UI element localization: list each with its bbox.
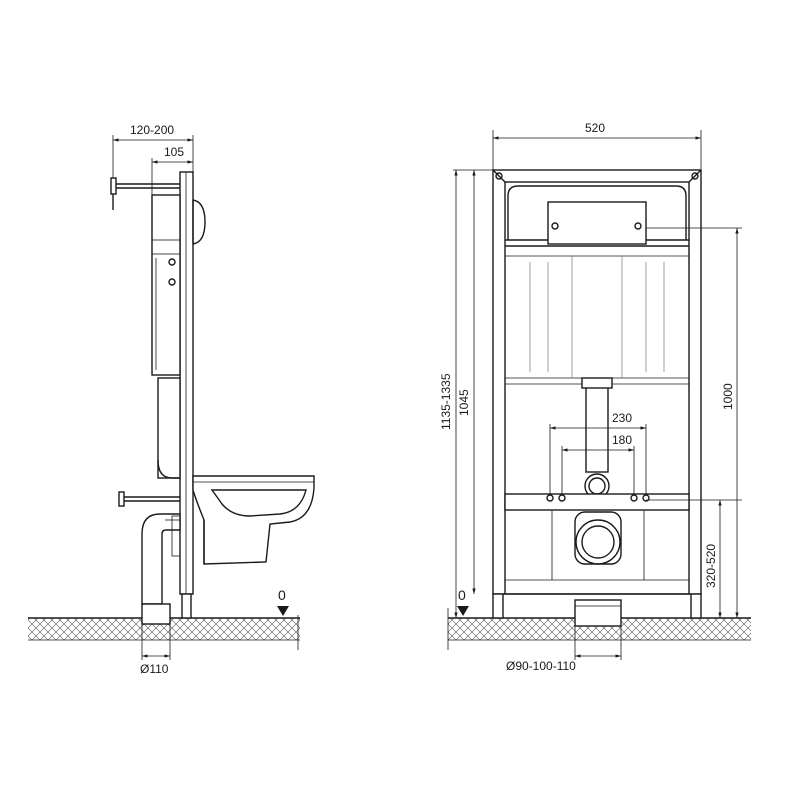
side-dim-105: 105 [151, 145, 193, 195]
front-drain-outlet [574, 511, 622, 565]
side-toilet-bowl [192, 475, 315, 565]
front-frame [492, 169, 702, 619]
front-floor-drain [574, 599, 622, 627]
front-frame-height-label: 1045 [457, 389, 471, 416]
front-dim-cistern-height: 1000 [646, 227, 742, 618]
front-dim-bolt-180: 180 [561, 433, 635, 494]
front-flush-pipe [581, 377, 613, 499]
front-floor-level-marker: 0 [457, 587, 469, 616]
front-bolt-inner-label: 180 [612, 433, 632, 447]
front-width-label: 520 [585, 121, 605, 135]
front-outlet-height-label: 320-520 [704, 544, 718, 588]
front-cistern [505, 185, 689, 385]
front-bolt-outer-label: 230 [612, 411, 632, 425]
front-dim-width: 520 [492, 121, 702, 170]
side-cistern [151, 194, 206, 376]
front-view: 0 [439, 121, 751, 673]
front-cistern-height-label: 1000 [721, 383, 735, 410]
side-depth-label: 120-200 [130, 123, 174, 137]
side-frame-depth-label: 105 [164, 145, 184, 159]
side-dim-pipe: Ø110 [140, 624, 171, 676]
front-drain-label: Ø90-100-110 [506, 659, 576, 673]
front-dim-bolt-230: 230 [549, 411, 647, 494]
side-drain-elbow [141, 513, 181, 625]
side-bottom-wall-anchor [118, 491, 180, 507]
front-dim-outlet-height: 320-520 [646, 499, 742, 618]
front-dim-frame-height: 1045 [457, 170, 476, 594]
front-floor-level-label: 0 [458, 587, 466, 603]
front-dim-drain: Ø90-100-110 [506, 626, 622, 673]
front-bowl-rail [504, 493, 690, 581]
front-total-height-label: 1135-1335 [439, 373, 453, 430]
side-dim-120-200: 120-200 [112, 123, 194, 178]
side-view: 0 [28, 123, 315, 676]
side-top-wall-anchor [110, 177, 180, 210]
side-flush-pipe [157, 377, 181, 479]
side-floor-level-label: 0 [278, 587, 286, 603]
side-frame [179, 171, 194, 619]
side-floor-level-marker: 0 [277, 587, 289, 616]
side-pipe-label: Ø110 [140, 662, 169, 676]
